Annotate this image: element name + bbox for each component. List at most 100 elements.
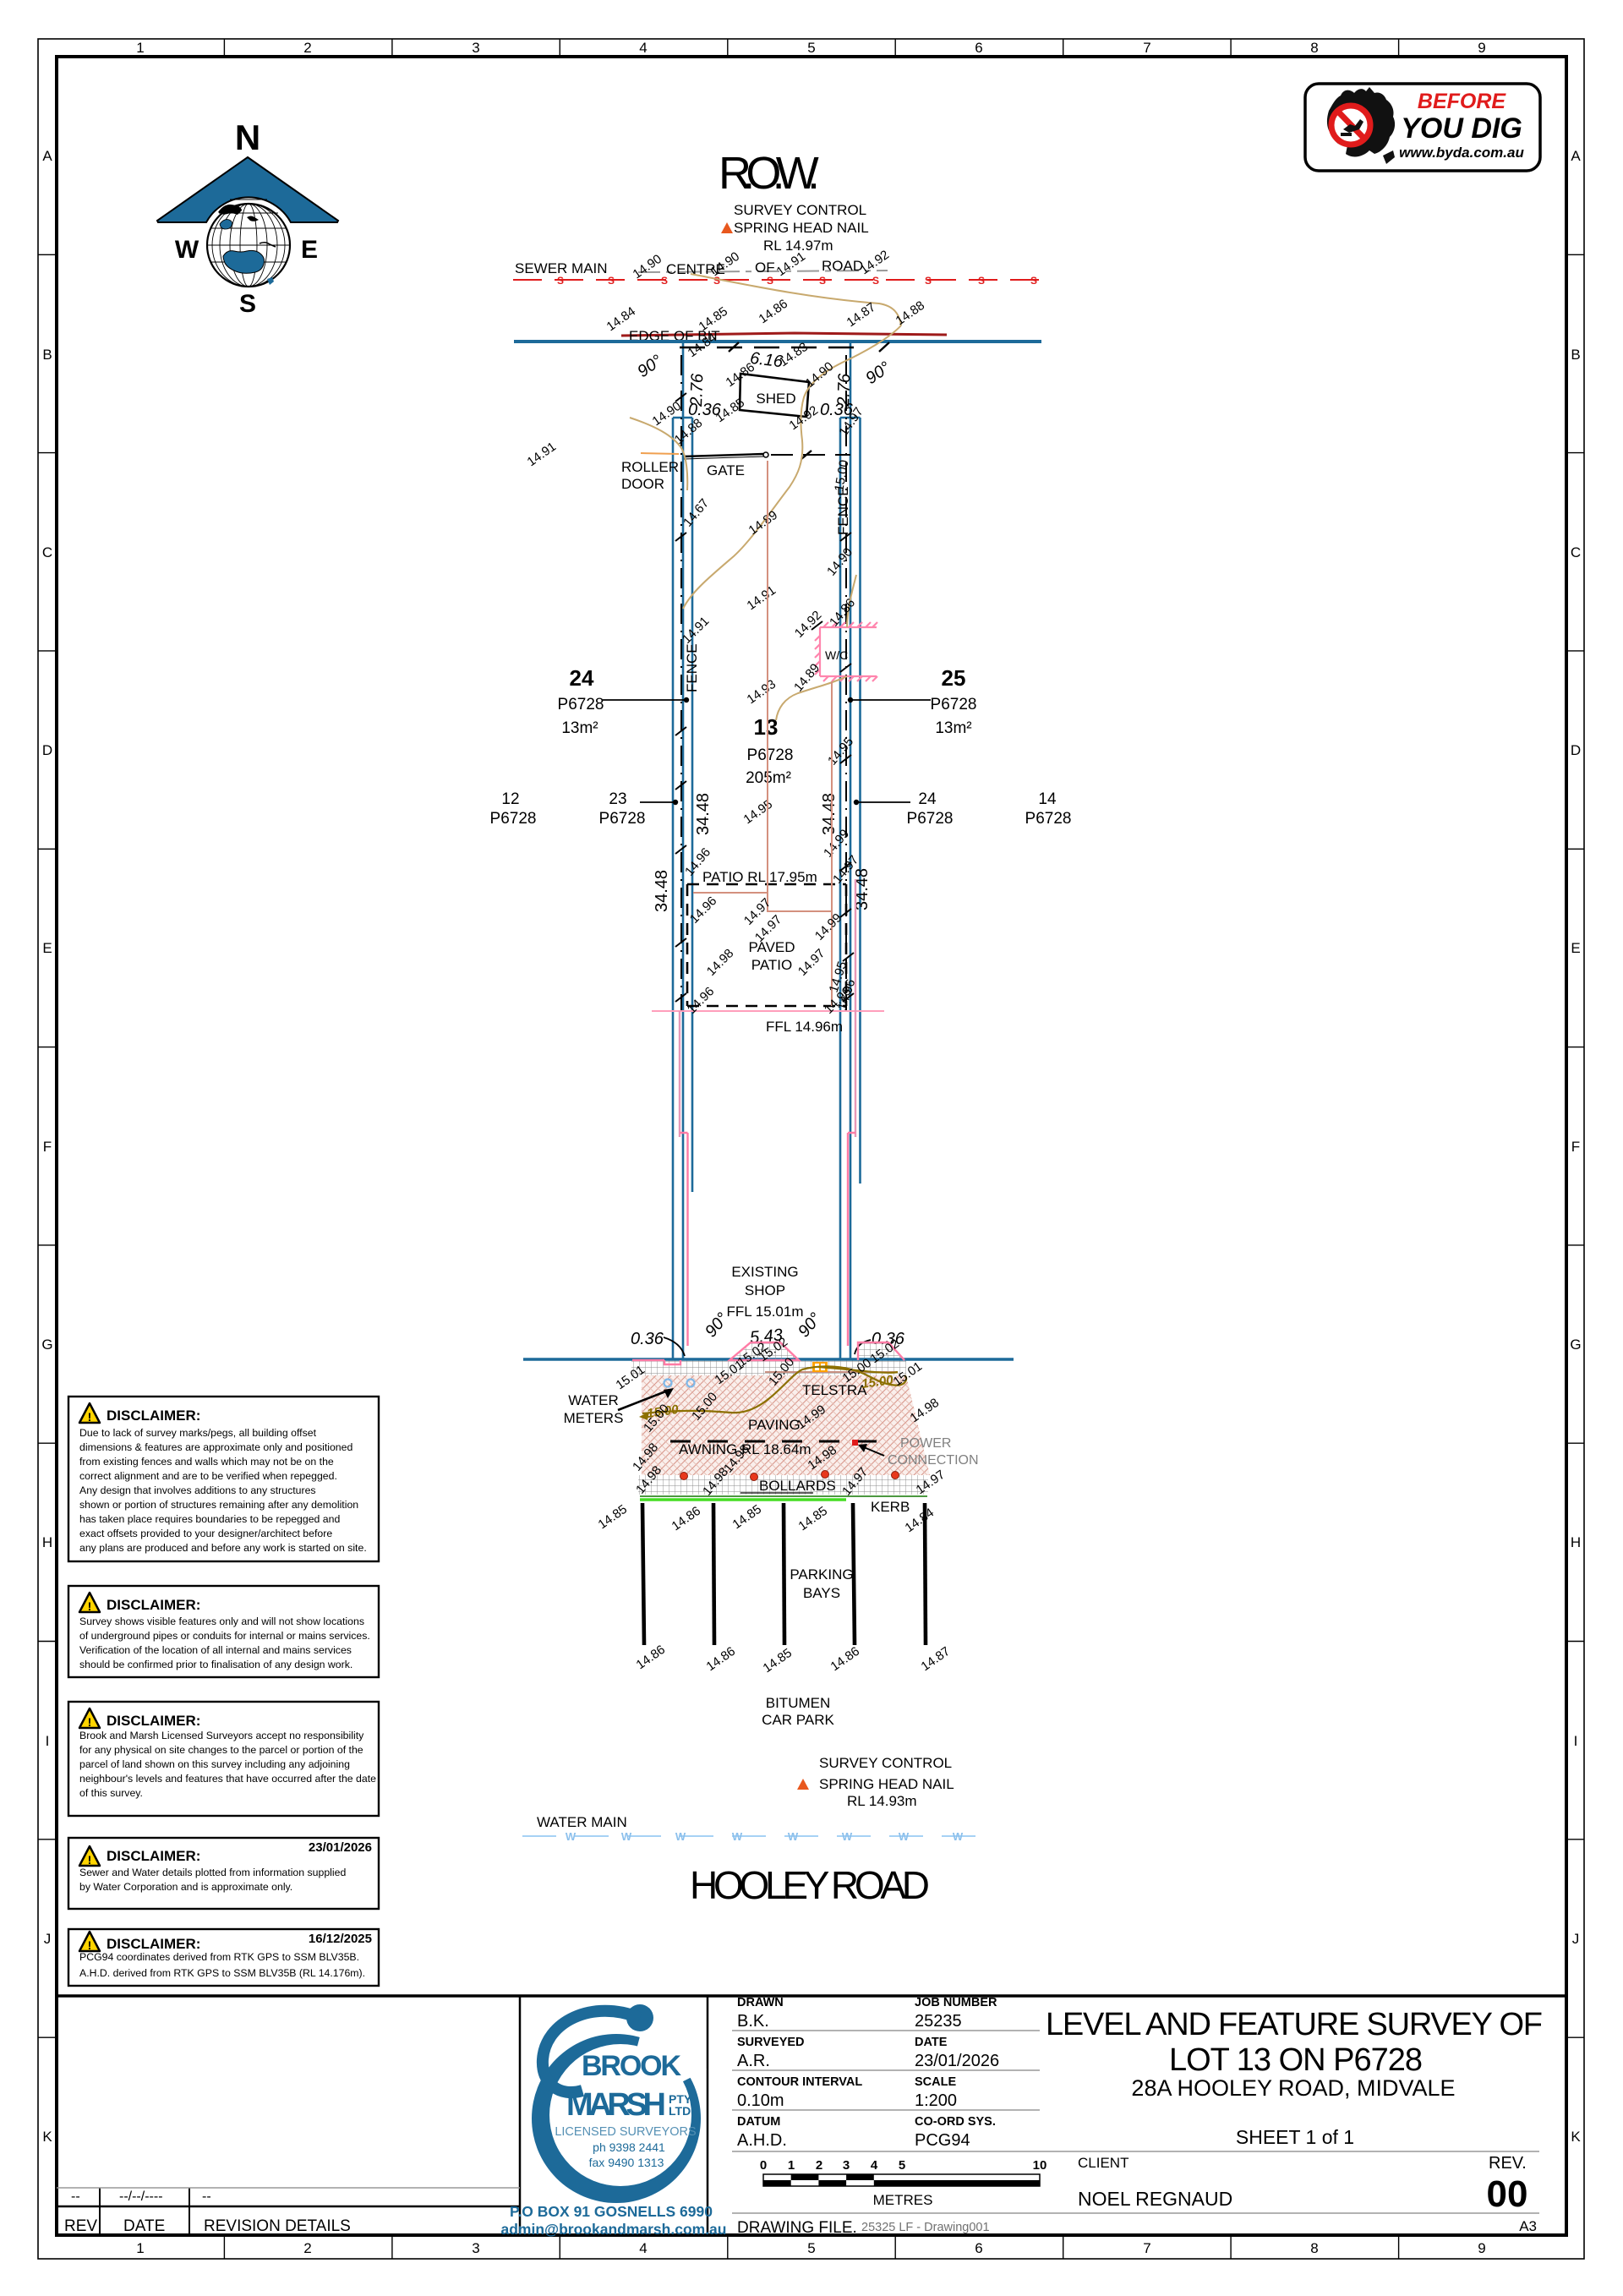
svg-text:of underground pipes or condui: of underground pipes or conduits for int…: [79, 1630, 370, 1642]
svg-text:CLIENT: CLIENT: [1078, 2155, 1128, 2171]
svg-text:0.10m: 0.10m: [737, 2091, 784, 2110]
svg-text:C: C: [42, 544, 52, 560]
svg-text:Verification of the location o: Verification of the location of all inte…: [79, 1644, 352, 1656]
svg-text:14.86: 14.86: [828, 1644, 863, 1674]
svg-text:W: W: [675, 1830, 686, 1843]
svg-text:14.92: 14.92: [787, 403, 822, 433]
svg-text:00: 00: [1487, 2173, 1528, 2215]
svg-text:CONTOUR INTERVAL: CONTOUR INTERVAL: [737, 2075, 862, 2089]
svg-text:G: G: [41, 1337, 52, 1353]
svg-text:2.76: 2.76: [834, 373, 854, 408]
svg-text:JOB NUMBER: JOB NUMBER: [915, 1996, 997, 2009]
svg-text:S: S: [239, 290, 256, 318]
svg-text:S: S: [713, 275, 720, 287]
svg-text:P6728: P6728: [490, 810, 537, 828]
svg-text:A.H.D. derived from RTK GPS to: A.H.D. derived from RTK GPS to SSM BLV35…: [79, 1967, 365, 1979]
svg-text:by Water Corporation and is ap: by Water Corporation and is approximate …: [79, 1881, 292, 1893]
svg-text:shown or portion of structures: shown or portion of structures remaining…: [79, 1499, 358, 1511]
svg-text:23/01/2026: 23/01/2026: [915, 2052, 999, 2070]
svg-text:24: 24: [918, 790, 937, 808]
svg-text:S: S: [661, 275, 668, 287]
svg-text:2: 2: [303, 40, 311, 56]
svg-text:P6728: P6728: [558, 696, 604, 713]
svg-text:HOOLEY ROAD: HOOLEY ROAD: [690, 1863, 930, 1907]
svg-text:5: 5: [807, 2240, 815, 2256]
svg-text:SURVEY CONTROL: SURVEY CONTROL: [819, 1755, 952, 1771]
svg-text:PATIO RL 17.95m: PATIO RL 17.95m: [702, 869, 817, 885]
svg-text:OF: OF: [755, 260, 775, 276]
svg-text:14.91: 14.91: [525, 440, 560, 469]
svg-text:P.O BOX 91 GOSNELLS 6990: P.O BOX 91 GOSNELLS 6990: [510, 2203, 713, 2220]
svg-text:24: 24: [570, 665, 594, 691]
svg-text:B.K.: B.K.: [737, 2012, 769, 2031]
svg-text:25325 LF - Drawing001: 25325 LF - Drawing001: [861, 2221, 990, 2234]
svg-text:DISCLAIMER:: DISCLAIMER:: [107, 1597, 200, 1613]
svg-text:14.91: 14.91: [774, 249, 809, 279]
svg-text:14.86: 14.86: [669, 1504, 704, 1533]
svg-text:A.H.D.: A.H.D.: [737, 2131, 787, 2150]
svg-text:4: 4: [639, 2240, 647, 2256]
svg-text:GATE: GATE: [707, 462, 745, 478]
svg-text:YOU DIG: YOU DIG: [1401, 112, 1522, 145]
svg-text:14.85: 14.85: [596, 1502, 631, 1532]
svg-text:P6728: P6728: [907, 810, 954, 828]
svg-text:14.90: 14.90: [803, 359, 837, 391]
svg-text:METRES: METRES: [873, 2192, 933, 2208]
svg-text:DATE: DATE: [123, 2217, 165, 2235]
svg-text:2: 2: [303, 2240, 311, 2256]
svg-text:exact offsets provided to your: exact offsets provided to your designer/…: [79, 1528, 332, 1539]
svg-text:A: A: [1571, 148, 1581, 164]
svg-text:90°: 90°: [862, 358, 893, 388]
svg-text:14.88: 14.88: [893, 298, 928, 328]
svg-text:--/--/----: --/--/----: [119, 2189, 163, 2204]
svg-text:14.93: 14.93: [745, 677, 779, 707]
svg-text:LOT 13 ON P6728: LOT 13 ON P6728: [1169, 2042, 1423, 2078]
svg-text:Brook and Marsh Licensed Surve: Brook and Marsh Licensed Surveyors accep…: [79, 1730, 364, 1741]
svg-text:34.48: 34.48: [820, 793, 839, 835]
svg-text:S: S: [978, 275, 985, 287]
svg-text:0.36: 0.36: [631, 1330, 664, 1348]
svg-text:25: 25: [942, 665, 966, 691]
svg-text:BAYS: BAYS: [803, 1585, 840, 1601]
svg-text:3: 3: [472, 2240, 479, 2256]
svg-text:K: K: [42, 2129, 52, 2145]
svg-text:SCALE: SCALE: [915, 2075, 956, 2089]
svg-text:from existing fences and walls: from existing fences and walls which may…: [79, 1456, 334, 1468]
svg-text:MARSH: MARSH: [566, 2087, 666, 2123]
svg-text:TELSTRA: TELSTRA: [802, 1382, 867, 1398]
svg-text:W: W: [175, 236, 199, 264]
svg-text:S: S: [767, 275, 773, 287]
svg-text:7: 7: [1143, 40, 1150, 56]
svg-text:DISCLAIMER:: DISCLAIMER:: [107, 1713, 200, 1729]
svg-text:14.88: 14.88: [672, 416, 706, 447]
svg-text:of this survey.: of this survey.: [79, 1787, 143, 1799]
svg-text:14.95: 14.95: [741, 797, 776, 827]
svg-text:www.byda.com.au: www.byda.com.au: [1399, 145, 1524, 161]
svg-text:fax 9490 1313: fax 9490 1313: [589, 2156, 664, 2169]
svg-text:H: H: [42, 1534, 52, 1550]
svg-text:9: 9: [1478, 2240, 1485, 2256]
svg-text:SHOP: SHOP: [745, 1282, 785, 1298]
svg-text:LTD: LTD: [669, 2104, 691, 2118]
svg-text:14.90: 14.90: [650, 399, 685, 429]
svg-text:W: W: [842, 1830, 853, 1843]
svg-text:AWNING RL 18.64m: AWNING RL 18.64m: [679, 1441, 812, 1457]
svg-text:DOOR: DOOR: [621, 476, 664, 492]
svg-text:9: 9: [1478, 40, 1485, 56]
svg-text:C: C: [1571, 544, 1581, 560]
svg-text:14.90: 14.90: [631, 252, 665, 282]
svg-text:SHED: SHED: [756, 391, 795, 407]
svg-text:1: 1: [136, 2240, 144, 2256]
svg-text:13m²: 13m²: [561, 719, 598, 737]
svg-text:14.86: 14.86: [634, 1643, 669, 1672]
svg-text:34.48: 34.48: [653, 870, 671, 912]
svg-text:BITUMEN: BITUMEN: [766, 1695, 831, 1711]
svg-text:DATE: DATE: [915, 2036, 948, 2049]
svg-text:SPRING HEAD NAIL: SPRING HEAD NAIL: [819, 1776, 954, 1792]
svg-text:A3: A3: [1519, 2218, 1537, 2234]
svg-text:25235: 25235: [915, 2012, 962, 2031]
svg-text:BEFORE: BEFORE: [1418, 90, 1507, 113]
svg-text:Survey shows visible features: Survey shows visible features only and w…: [79, 1615, 364, 1627]
svg-text:should be confirmed prior to f: should be confirmed prior to finalisatio…: [79, 1659, 352, 1670]
svg-text:P6728: P6728: [599, 810, 646, 828]
